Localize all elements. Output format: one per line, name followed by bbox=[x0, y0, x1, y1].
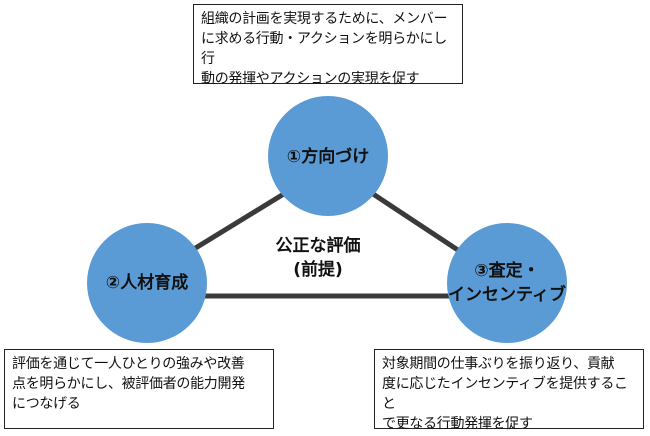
connector-direction-development bbox=[174, 181, 302, 263]
circle-development bbox=[87, 223, 207, 343]
node-direction-label: ①方向づけ bbox=[286, 147, 370, 167]
circle-assessment bbox=[447, 223, 567, 343]
description-box-assessment: 対象期間の仕事ぶりを振り返り、貢献 度に応じたインセンティブを提供すること で更… bbox=[374, 349, 644, 432]
node-assessment-label: ③査定・ インセンティブ bbox=[448, 261, 566, 305]
circle-direction bbox=[268, 96, 388, 216]
connector-direction-assessment bbox=[356, 181, 478, 265]
center-label: 公正な評価 (前提) bbox=[275, 236, 361, 280]
description-box-direction: 組織の計画を実現するために、メンバー に求める行動・アクションを明らかにし行 動… bbox=[193, 4, 463, 87]
node-development-label: ②人材育成 bbox=[105, 273, 189, 293]
description-box-development: 評価を通じて一人ひとりの強みや改善 点を明らかにし、被評価者の能力開発 につなげ… bbox=[4, 349, 274, 429]
